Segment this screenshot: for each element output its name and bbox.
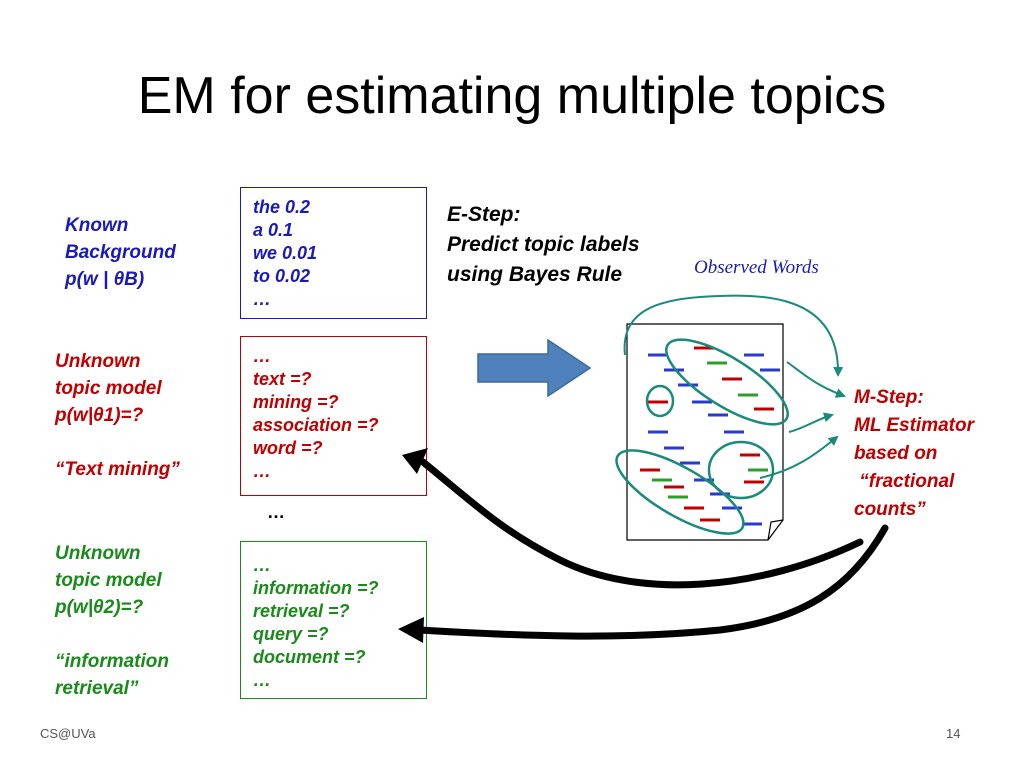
- background-model-box: the 0.2 a 0.1 we 0.01 to 0.02 …: [240, 187, 427, 319]
- box-line: mining =?: [253, 392, 339, 412]
- observed-words-label: Observed Words: [694, 257, 819, 278]
- box-line: a 0.1: [253, 220, 294, 240]
- topic2-label-line: retrieval”: [55, 678, 139, 699]
- footer-left: CS@UVa: [40, 726, 96, 741]
- topic1-model-box: … text =? mining =? association =? word …: [240, 336, 427, 496]
- box-line: information =?: [253, 578, 379, 598]
- topic1-label-line: Unknown: [55, 351, 141, 372]
- box-line: …: [253, 346, 271, 366]
- m-step-line: “fractional: [854, 471, 955, 492]
- m-step-line: counts”: [854, 499, 926, 520]
- box-line: …: [253, 289, 271, 309]
- topic1-label-line: “Text mining”: [55, 459, 180, 480]
- curved-arrow-icon: [786, 361, 846, 398]
- topic1-label: Unknown topic model p(w|θ1)=? “Text mini…: [55, 348, 180, 483]
- right-block-arrow-icon: [477, 338, 592, 398]
- e-step-line: Predict topic labels: [447, 233, 640, 256]
- topic2-model-box: … information =? retrieval =? query =? d…: [240, 541, 427, 699]
- box-line: …: [253, 555, 271, 575]
- box-line: …: [253, 461, 271, 481]
- m-step-text: M-Step: ML Estimator based on “fractiona…: [854, 384, 974, 524]
- background-label-line: p(w | θB): [65, 269, 145, 290]
- box-line: we 0.01: [253, 243, 318, 263]
- arrowhead-icon: [402, 448, 428, 474]
- word-cluster-ellipse: [615, 449, 745, 535]
- curved-arrow-icon: [416, 524, 889, 640]
- topic2-label-line: p(w|θ2)=?: [55, 597, 144, 618]
- box-line: document =?: [253, 647, 366, 667]
- box-line: to 0.02: [253, 266, 311, 286]
- m-step-line: M-Step:: [854, 387, 924, 408]
- e-step-text: E-Step: Predict topic labels using Bayes…: [447, 200, 640, 290]
- box-line: query =?: [253, 624, 329, 644]
- slide-title: EM for estimating multiple topics: [137, 67, 887, 125]
- topic2-label-line: “information: [55, 651, 169, 672]
- topic2-label: Unknown topic model p(w|θ2)=? “informati…: [55, 540, 169, 702]
- between-boxes-ellipsis: …: [267, 502, 285, 522]
- curved-arrow-icon: [788, 412, 834, 433]
- word-marks: [640, 346, 780, 526]
- topic2-label-line: topic model: [55, 570, 162, 591]
- background-label-line: Background: [65, 242, 176, 263]
- background-label-line: Known: [65, 215, 129, 236]
- box-line: text =?: [253, 369, 312, 389]
- slide-number: 14: [946, 726, 961, 741]
- box-line: …: [253, 670, 271, 690]
- curved-arrow-icon: [419, 458, 864, 589]
- topic1-label-line: p(w|θ1)=?: [55, 405, 144, 426]
- topic2-label-line: Unknown: [55, 543, 141, 564]
- box-line: association =?: [253, 415, 379, 435]
- e-step-line: E-Step:: [447, 203, 521, 226]
- arrowhead-icon: [398, 617, 424, 643]
- topic1-label-line: topic model: [55, 378, 162, 399]
- background-label: Known Background p(w | θB): [65, 212, 176, 293]
- box-line: the 0.2: [253, 197, 311, 217]
- e-step-line: using Bayes Rule: [447, 263, 623, 286]
- box-line: word =?: [253, 438, 323, 458]
- curved-arrow-icon: [623, 294, 844, 377]
- m-step-line: ML Estimator: [854, 415, 975, 436]
- word-cluster-ellipse: [665, 338, 789, 426]
- word-cluster-ellipse: [707, 440, 775, 500]
- box-line: retrieval =?: [253, 601, 350, 621]
- curved-arrow-icon: [759, 435, 839, 479]
- m-step-line: based on: [854, 443, 938, 464]
- word-cluster-ellipse: [645, 384, 675, 418]
